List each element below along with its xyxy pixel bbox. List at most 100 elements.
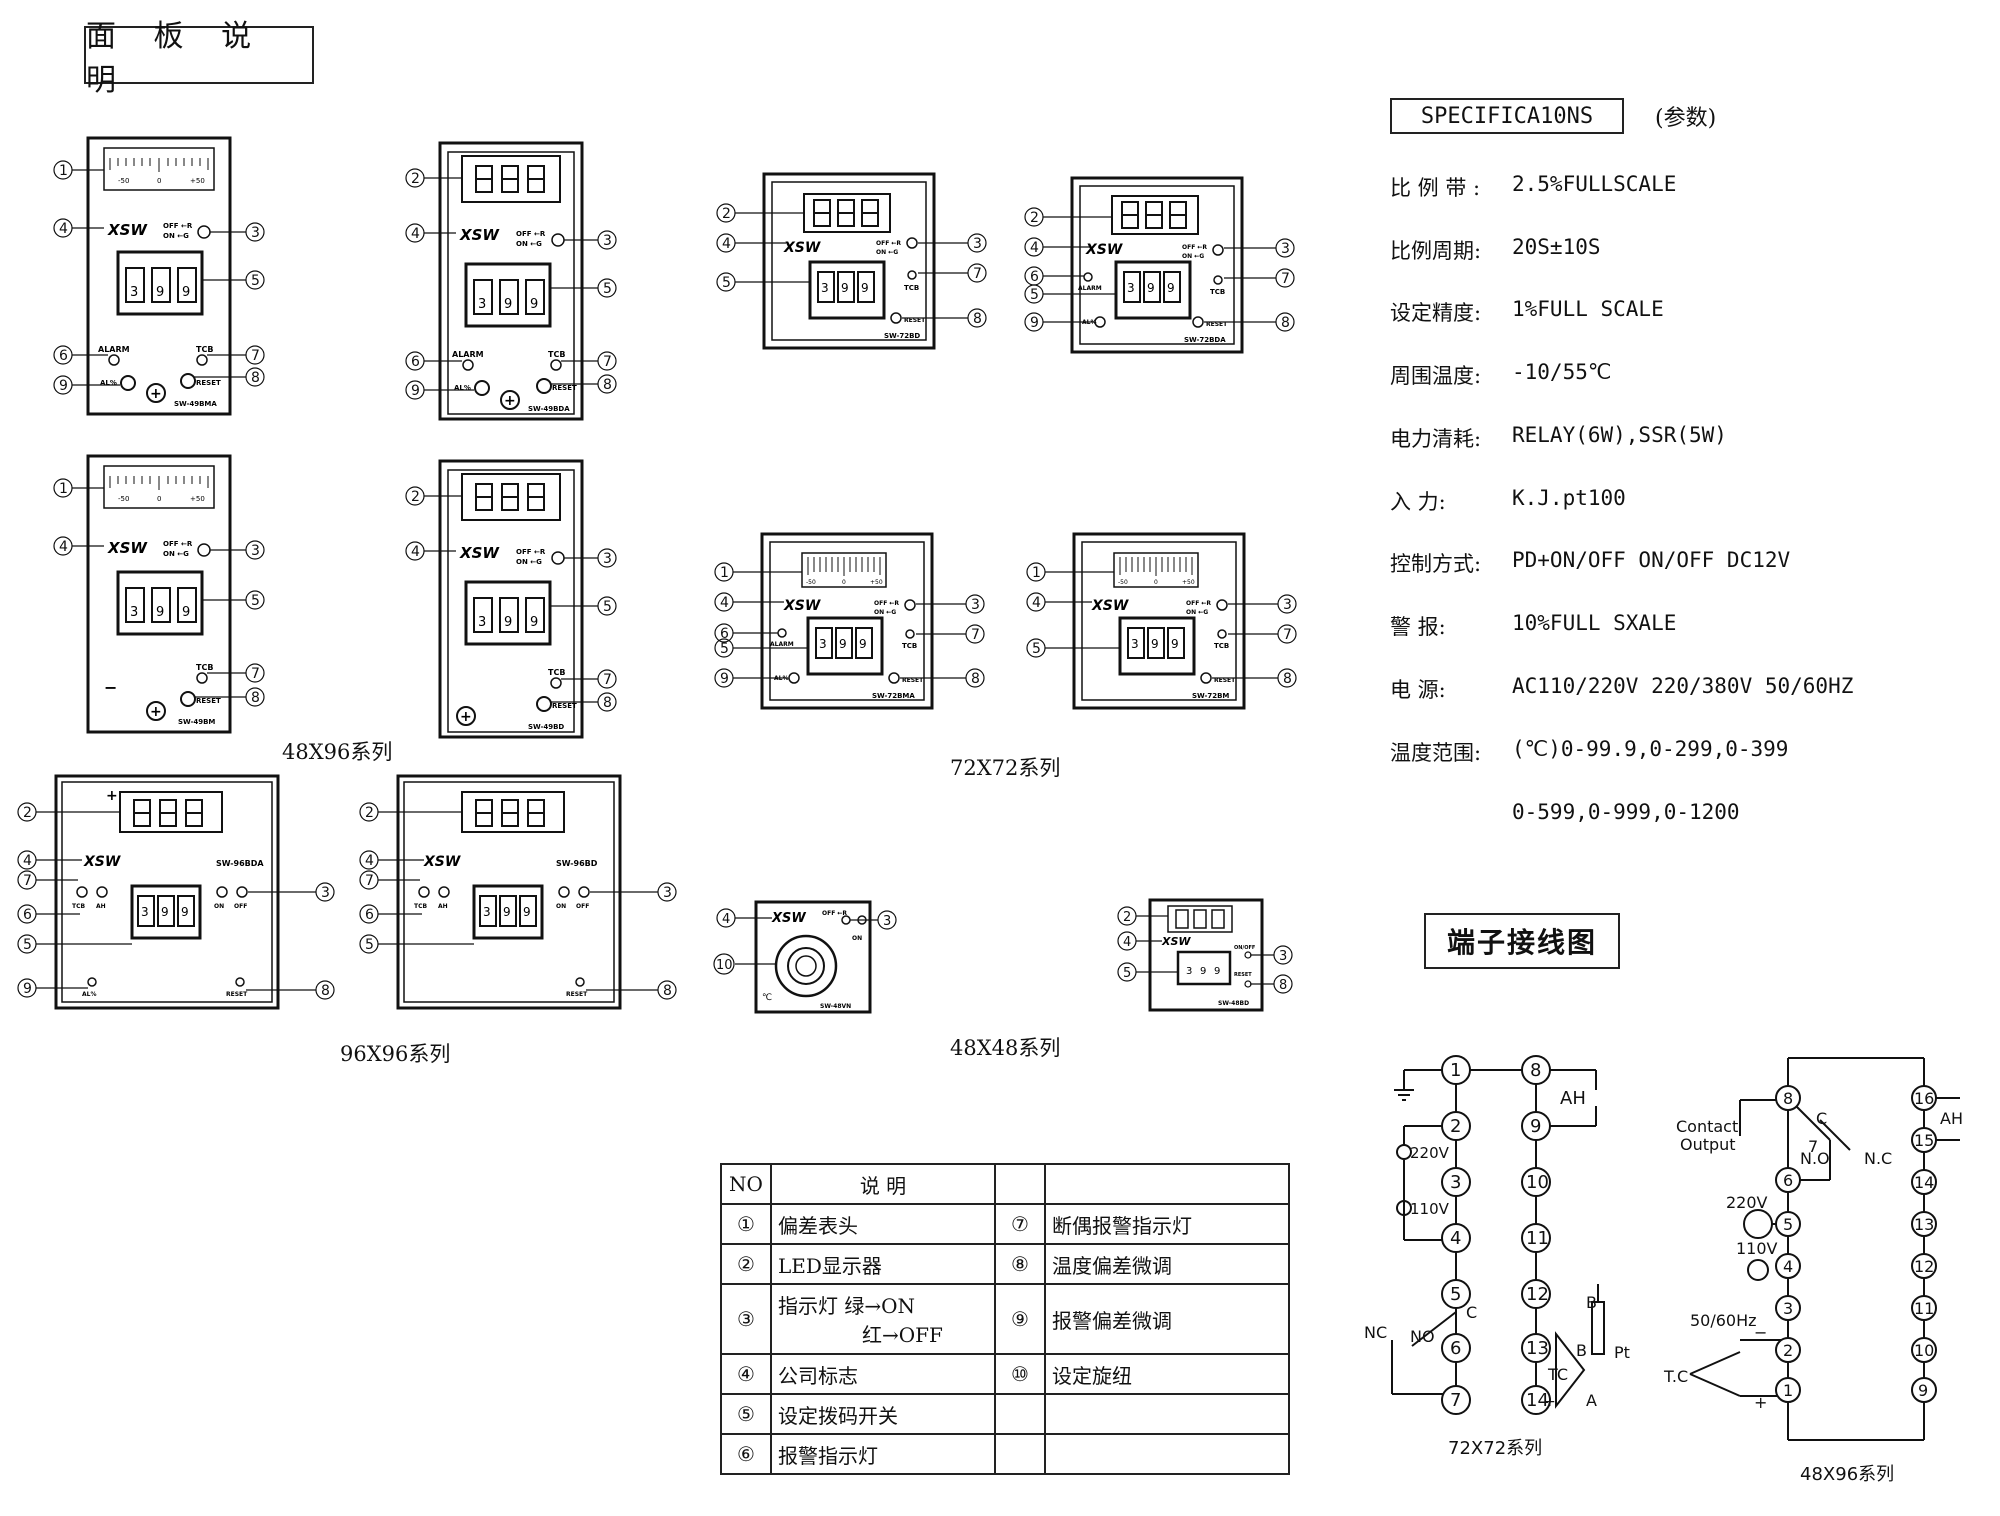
- svg-text:7: 7: [973, 266, 982, 282]
- callout-numbers-72x72: 2 4 3 5 7 8 2 4 3 6 5 7 9 8 1 4 3 6 5 7 …: [714, 203, 1297, 688]
- svg-text:15: 15: [1914, 1131, 1934, 1150]
- svg-text:3: 3: [141, 905, 149, 919]
- svg-text:2: 2: [1030, 210, 1039, 226]
- svg-text:4: 4: [1783, 1257, 1793, 1276]
- tcb-lamp: [196, 354, 208, 366]
- svg-text:3: 3: [130, 605, 138, 620]
- svg-text:SW-49BDA: SW-49BDA: [528, 405, 570, 413]
- svg-text:SW-72BD: SW-72BD: [884, 332, 920, 340]
- svg-text:9: 9: [1151, 637, 1159, 651]
- svg-text:TCB: TCB: [1210, 288, 1225, 296]
- adjust-knob: [146, 383, 166, 403]
- svg-text:TCB: TCB: [548, 668, 565, 677]
- svg-text:4: 4: [722, 912, 730, 927]
- svg-text:14: 14: [1526, 1390, 1549, 1411]
- svg-text:7: 7: [603, 354, 612, 370]
- svg-text:9: 9: [1147, 281, 1155, 295]
- svg-text:+: +: [150, 704, 162, 720]
- svg-text:8: 8: [973, 311, 982, 327]
- svg-text:3: 3: [973, 236, 982, 252]
- svg-text:3: 3: [1127, 281, 1135, 295]
- svg-text:10: 10: [1526, 1172, 1549, 1193]
- svg-text:ON ←G: ON ←G: [163, 232, 189, 240]
- svg-text:ON: ON: [852, 935, 862, 942]
- svg-text:4: 4: [23, 853, 32, 869]
- svg-text:TCB: TCB: [196, 663, 213, 672]
- svg-text:B: B: [1586, 1293, 1597, 1312]
- wiring-diagrams: 1 2 3 4 5 6 7 8 9 10 11 12 13 14 AH 220V…: [1364, 1055, 1963, 1485]
- svg-text:8: 8: [1530, 1060, 1541, 1081]
- svg-text:OFF ←R: OFF ←R: [876, 240, 901, 247]
- svg-text:7: 7: [251, 666, 260, 682]
- panel-sw49bd: XSW OFF ←R ON ←G 3 9 9 TCB + RESET SW-49…: [438, 459, 584, 739]
- svg-text:3: 3: [1281, 241, 1290, 257]
- svg-text:XSW: XSW: [423, 854, 461, 870]
- svg-text:5: 5: [1450, 1284, 1461, 1305]
- svg-text:9: 9: [861, 281, 869, 295]
- svg-text:9: 9: [156, 605, 164, 620]
- svg-text:OFF ←R: OFF ←R: [516, 230, 546, 238]
- svg-text:9: 9: [1171, 637, 1179, 651]
- svg-text:6: 6: [1450, 1338, 1461, 1359]
- svg-text:XSW: XSW: [83, 854, 121, 870]
- dip-digit: 9: [182, 285, 190, 300]
- svg-text:XSW: XSW: [783, 240, 821, 256]
- svg-text:5: 5: [603, 281, 612, 297]
- svg-text:5: 5: [1032, 641, 1041, 657]
- legend-row: ④ 公司标志 ⑩ 设定旋纽: [720, 1353, 1290, 1395]
- svg-text:7: 7: [365, 873, 374, 889]
- svg-text:Pt: Pt: [1614, 1343, 1630, 1362]
- svg-text:110V: 110V: [1410, 1200, 1450, 1218]
- svg-text:RESET: RESET: [566, 991, 588, 998]
- svg-text:OFF ←R: OFF ←R: [874, 600, 899, 607]
- svg-text:RESET: RESET: [1234, 972, 1252, 978]
- spec-row: 比例周期:20S±10S: [1390, 235, 1601, 263]
- svg-text:5: 5: [1783, 1215, 1793, 1234]
- svg-text:2: 2: [411, 171, 420, 187]
- svg-text:ON: ON: [556, 903, 566, 910]
- svg-text:8: 8: [1279, 978, 1287, 993]
- series-label-48x96: 48X96系列: [282, 740, 393, 764]
- panel-sw72bma: -50 0 +50 XSW OFF ←R ON ←G 3 9 9 ALARM T…: [760, 532, 934, 710]
- svg-text:3: 3: [478, 615, 486, 630]
- svg-text:10: 10: [1914, 1341, 1934, 1360]
- series-label-72x72: 72X72系列: [950, 756, 1061, 780]
- svg-text:N.C: N.C: [1864, 1149, 1892, 1168]
- svg-text:9: 9: [181, 905, 189, 919]
- svg-text:2: 2: [365, 805, 374, 821]
- legend-row: ⑥ 报警指示灯: [720, 1433, 1290, 1475]
- callout-numbers-48x96: 1 4 3 5 6 7 8 9 2 4 3 5 6 7 8 9 1 4 3 5 …: [53, 160, 617, 712]
- legend-header-no: NO: [720, 1163, 772, 1205]
- svg-text:50/60Hz: 50/60Hz: [1690, 1311, 1757, 1330]
- svg-text:ALARM: ALARM: [1078, 285, 1102, 292]
- svg-text:9: 9: [1918, 1381, 1928, 1400]
- svg-text:ALARM: ALARM: [98, 345, 130, 354]
- svg-text:SW-72BDA: SW-72BDA: [1184, 336, 1226, 344]
- svg-text:3: 3: [1450, 1172, 1461, 1193]
- svg-text:4: 4: [1123, 935, 1131, 950]
- svg-text:9: 9: [1530, 1116, 1541, 1137]
- svg-text:9: 9: [504, 297, 512, 312]
- svg-text:3: 3: [483, 905, 491, 919]
- svg-text:Output: Output: [1680, 1135, 1736, 1154]
- svg-text:-50: -50: [1118, 579, 1128, 586]
- svg-text:5: 5: [251, 593, 260, 609]
- panel-sw96bd: XSW SW-96BD TCB AH 3 9 9 ON OFF RESET: [396, 774, 622, 1010]
- svg-text:1: 1: [1450, 1060, 1461, 1081]
- panel-sw72bd: XSW OFF ←R ON ←G 3 9 9 TCB RESET SW-72BD: [762, 172, 936, 350]
- svg-text:12: 12: [1914, 1257, 1934, 1276]
- svg-text:−: −: [1754, 1323, 1767, 1342]
- svg-text:AH: AH: [438, 903, 448, 910]
- reset-trim: [180, 373, 196, 389]
- svg-text:TCB: TCB: [72, 903, 85, 910]
- svg-text:SW-48BD: SW-48BD: [1218, 1000, 1249, 1007]
- legend-row: ① 偏差表头 ⑦ 断偶报警指示灯: [720, 1203, 1290, 1245]
- svg-text:RESET: RESET: [226, 991, 248, 998]
- panel-sw48vn: XSW OFF ←R ON ℃ SW-48VN: [754, 900, 872, 1014]
- svg-text:5: 5: [1123, 966, 1131, 981]
- svg-text:8: 8: [251, 370, 260, 386]
- xsw-logo: XSW: [107, 221, 148, 239]
- svg-text:5: 5: [720, 641, 729, 657]
- svg-text:RESET: RESET: [1206, 321, 1228, 328]
- spec-heading: SPECIFICA10NS: [1390, 98, 1624, 134]
